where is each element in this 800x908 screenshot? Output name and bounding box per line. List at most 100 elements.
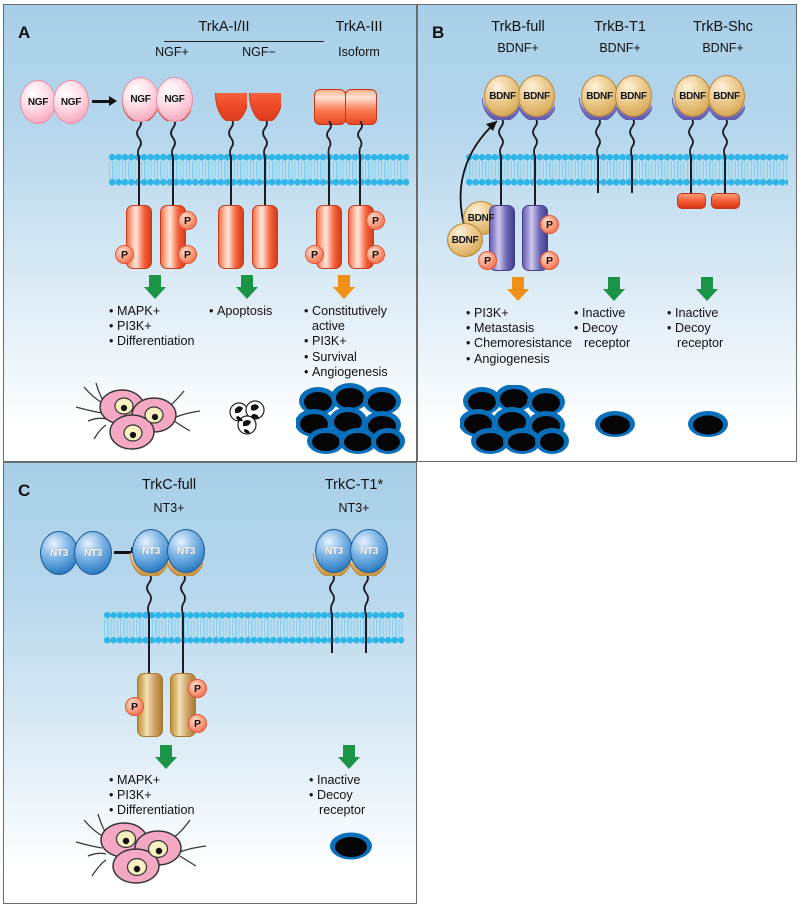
panel-a-label: A bbox=[18, 23, 31, 42]
bound-ligand-bdnf-b1-2: BDNF bbox=[518, 75, 555, 117]
outcome-list-b3: •Inactive •Decoy receptor bbox=[667, 306, 724, 351]
receptor-linker-c1-right bbox=[178, 573, 188, 615]
truncated-domain-b3-right bbox=[711, 193, 740, 209]
outcome-arrow-a2 bbox=[236, 275, 258, 299]
outcome-arrow-b3 bbox=[696, 277, 718, 301]
outcome-item: Differentiation bbox=[117, 334, 195, 349]
kinase-domain-a2-left bbox=[218, 205, 244, 269]
outcome-item: Angiogenesis bbox=[312, 364, 388, 379]
receptor-linker-a2-right bbox=[260, 118, 270, 158]
phospho-b1-3: P bbox=[478, 251, 497, 270]
tumor-cluster-b bbox=[460, 385, 569, 454]
phospho-a1-2: P bbox=[178, 245, 197, 264]
col-sub-bdnf-3: BDNF+ bbox=[702, 41, 744, 55]
panel-a: A TrkA-I/II NGF+ NGF− TrkA-III Isoform N… bbox=[3, 4, 417, 462]
receptor-linker-b2-left bbox=[593, 117, 603, 157]
group-title-trkc-full: TrkC-full bbox=[141, 477, 197, 493]
bound-ligand-nt3-c2-2: NT3 bbox=[350, 529, 388, 573]
phospho-a3-3: P bbox=[305, 245, 324, 264]
receptor-stalk-b1-left bbox=[500, 155, 502, 207]
outcome-item: receptor bbox=[319, 803, 366, 818]
group-title-trkb-t1: TrkB-T1 bbox=[594, 19, 646, 35]
receptor-ecto-a2-right bbox=[249, 93, 281, 121]
free-ligand-ngf-1: NGF bbox=[20, 80, 56, 124]
outcome-item: MAPK+ bbox=[117, 304, 161, 318]
group-title-trkc-t1: TrkC-T1* bbox=[324, 477, 384, 493]
bound-ligand-nt3-c2-1: NT3 bbox=[315, 529, 353, 573]
receptor-linker-a1-left bbox=[134, 118, 144, 158]
outcome-item: receptor bbox=[677, 336, 724, 351]
free-ligand-nt3-2: NT3 bbox=[74, 531, 112, 575]
receptor-linker-a1-right bbox=[168, 118, 178, 158]
outcome-item: Metastasis bbox=[474, 321, 535, 336]
receptor-stalk-c1-right bbox=[182, 613, 184, 675]
internal-ligand-bdnf-2: BDNF bbox=[447, 223, 483, 257]
ligand-label: NGF bbox=[27, 96, 49, 108]
receptor-stalk-a2-right bbox=[264, 155, 266, 207]
panel-b-label: B bbox=[432, 23, 445, 42]
outcome-item: Angiogenesis bbox=[474, 351, 550, 366]
panel-b: B TrkB-full BDNF+ TrkB-T1 BDNF+ TrkB-Shc… bbox=[417, 4, 797, 462]
col-sub-ngf-minus: NGF− bbox=[242, 45, 276, 59]
free-ligand-ngf-2: NGF bbox=[53, 80, 89, 124]
phospho-b1-2: P bbox=[540, 251, 559, 270]
receptor-linker-c1-left bbox=[144, 573, 154, 615]
group-title-trka12: TrkA-I/II bbox=[198, 19, 250, 35]
col-sub-bdnf-1: BDNF+ bbox=[497, 41, 539, 55]
receptor-box-a3-right bbox=[345, 89, 377, 125]
receptor-stalk-a3-right bbox=[359, 155, 361, 207]
outcome-item: Decoy bbox=[582, 321, 618, 336]
outcome-item: MAPK+ bbox=[117, 773, 161, 787]
receptor-box-a3-left bbox=[314, 89, 346, 125]
phospho-c1-3: P bbox=[125, 697, 144, 716]
receptor-linker-a3-left bbox=[324, 121, 334, 157]
receptor-stalk-b2-right bbox=[631, 155, 633, 193]
binding-arrow-ngf bbox=[92, 96, 117, 106]
lipid-bilayer-a bbox=[109, 153, 409, 187]
outcome-item: active bbox=[312, 319, 345, 334]
outcome-item: PI3K+ bbox=[117, 788, 152, 803]
receptor-linker-b1-right bbox=[530, 117, 540, 157]
single-cell-b3 bbox=[688, 411, 728, 437]
truncated-domain-b3-left bbox=[677, 193, 706, 209]
receptor-stalk-c2-left bbox=[331, 613, 333, 653]
receptor-stalk-b3-right bbox=[724, 155, 726, 195]
kinase-domain-a2-right bbox=[252, 205, 278, 269]
ligand-label: NGF bbox=[164, 94, 185, 105]
bound-ligand-nt3-c1-2: NT3 bbox=[167, 529, 205, 573]
ligand-label: NGF bbox=[60, 96, 82, 108]
outcome-list-c1: •MAPK+ •PI3K+ •Differentiation bbox=[109, 773, 195, 818]
bound-ligand-bdnf-b2-1: BDNF bbox=[581, 75, 618, 117]
phospho-a1-1: P bbox=[178, 211, 197, 230]
outcome-item: Chemoresistance bbox=[474, 336, 572, 351]
receptor-stalk-a1-left bbox=[138, 155, 140, 207]
bound-ligand-ngf-2: NGF bbox=[156, 77, 193, 122]
outcome-list-b2: •Inactive •Decoy receptor bbox=[574, 306, 631, 351]
receptor-linker-a3-right bbox=[355, 121, 365, 157]
receptor-linker-c2-right bbox=[361, 573, 371, 615]
ligand-label: NGF bbox=[130, 94, 151, 105]
receptor-stalk-a3-left bbox=[328, 155, 330, 207]
receptor-linker-b2-right bbox=[627, 117, 637, 157]
receptor-ecto-a2-left bbox=[215, 93, 247, 121]
panel-c-label: C bbox=[18, 481, 31, 500]
outcome-arrow-b2 bbox=[603, 277, 625, 301]
bound-ligand-ngf-1: NGF bbox=[122, 77, 159, 122]
phospho-a1-3: P bbox=[115, 245, 134, 264]
outcome-item: PI3K+ bbox=[312, 334, 347, 349]
tumor-cluster-a bbox=[296, 383, 405, 454]
outcome-item: Inactive bbox=[675, 306, 719, 320]
panel-c: C TrkC-full NT3+ TrkC-T1* NT3+ NT3 NT3 N… bbox=[3, 462, 417, 904]
outcome-item: PI3K+ bbox=[474, 306, 509, 320]
phospho-c1-1: P bbox=[188, 679, 207, 698]
col-sub-nt3-1: NT3+ bbox=[153, 501, 185, 515]
bound-ligand-bdnf-b3-2: BDNF bbox=[708, 75, 745, 117]
receptor-linker-c2-left bbox=[327, 573, 337, 615]
receptor-linker-b3-left bbox=[686, 117, 696, 157]
outcome-item: Constitutively bbox=[312, 304, 387, 318]
receptor-linker-b1-left bbox=[496, 117, 506, 157]
group-rule-trka12 bbox=[164, 41, 324, 42]
apoptotic-cells-a bbox=[229, 400, 265, 435]
single-cell-c2 bbox=[330, 832, 372, 860]
group-title-trkb-shc: TrkB-Shc bbox=[693, 19, 753, 35]
